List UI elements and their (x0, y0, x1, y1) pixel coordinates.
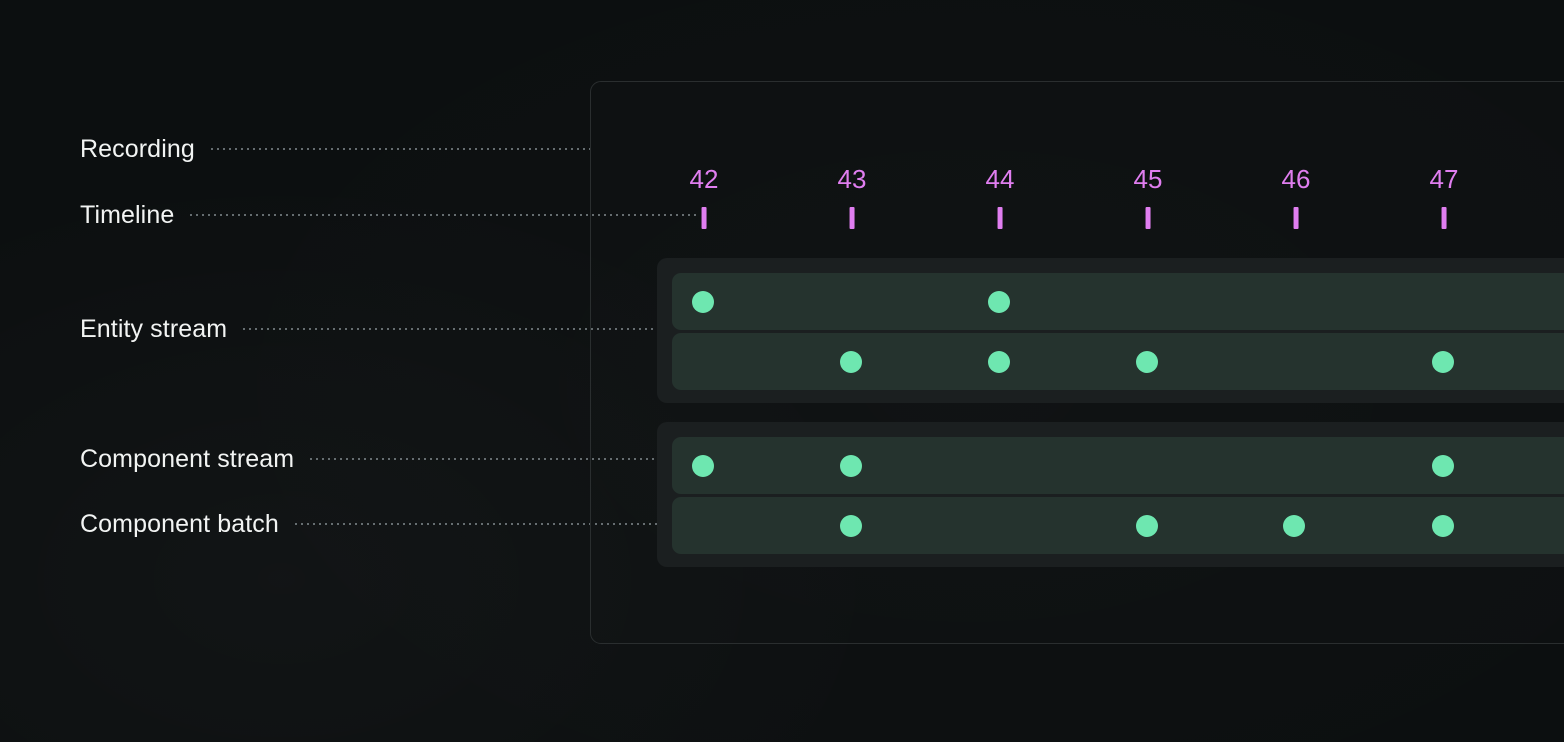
timeline-panel: 42 43 44 45 46 47 (590, 81, 1564, 644)
tick-mark-47 (1441, 207, 1447, 229)
callout-label-component-stream: Component stream (80, 445, 295, 473)
tick-label-46: 46 (1281, 164, 1311, 194)
tick-label-47: 47 (1429, 164, 1459, 194)
callout-label-component-batch: Component batch (80, 510, 279, 538)
event-dot[interactable] (1432, 350, 1454, 373)
event-dot[interactable] (840, 350, 862, 373)
tick-mark-44 (997, 207, 1003, 229)
tick-label-45: 45 (1133, 164, 1163, 194)
tick-mark-42 (701, 207, 707, 229)
event-dot[interactable] (692, 290, 714, 313)
event-dot[interactable] (988, 350, 1010, 373)
component-group (657, 422, 1564, 567)
timeline-tick-43[interactable]: 43 (837, 164, 867, 229)
timeline-tick-42[interactable]: 42 (689, 164, 719, 229)
leader-line-recording (208, 148, 592, 150)
leader-line-component-batch (292, 523, 845, 525)
timeline-tick-45[interactable]: 45 (1133, 164, 1163, 229)
tick-mark-43 (849, 207, 855, 229)
callout-recording: Recording (80, 134, 592, 164)
leader-line-timeline (188, 214, 700, 216)
event-dot[interactable] (840, 454, 862, 477)
event-dot[interactable] (840, 514, 862, 537)
callout-label-entity-stream: Entity stream (80, 315, 228, 343)
callout-label-timeline: Timeline (80, 201, 175, 229)
tick-label-44: 44 (985, 164, 1015, 194)
event-dot[interactable] (1432, 514, 1454, 537)
event-dot[interactable] (988, 290, 1010, 313)
entity-stream-group (657, 258, 1564, 403)
leader-line-component-stream (308, 458, 690, 460)
timeline-tick-44[interactable]: 44 (985, 164, 1015, 229)
callout-component-batch: Component batch (80, 509, 845, 539)
component-batch-track[interactable] (672, 497, 1564, 554)
leader-line-entity-stream (241, 328, 672, 330)
tick-mark-46 (1293, 207, 1299, 229)
event-dot[interactable] (1136, 514, 1158, 537)
entity-track-1[interactable] (672, 273, 1564, 330)
component-stream-track[interactable] (672, 437, 1564, 494)
callout-component-stream: Component stream (80, 444, 690, 474)
tick-label-42: 42 (689, 164, 719, 194)
event-dot[interactable] (1136, 350, 1158, 373)
tick-mark-45 (1145, 207, 1151, 229)
timeline-tick-46[interactable]: 46 (1281, 164, 1311, 229)
timeline-ruler: 42 43 44 45 46 47 (591, 82, 1564, 322)
event-dot[interactable] (1432, 454, 1454, 477)
callout-timeline: Timeline (80, 200, 700, 230)
timeline-tick-47[interactable]: 47 (1429, 164, 1459, 229)
callout-entity-stream: Entity stream (80, 314, 672, 344)
tick-label-43: 43 (837, 164, 867, 194)
entity-track-2[interactable] (672, 333, 1564, 390)
callout-label-recording: Recording (80, 135, 195, 163)
event-dot[interactable] (1283, 514, 1305, 537)
event-dot[interactable] (692, 454, 714, 477)
